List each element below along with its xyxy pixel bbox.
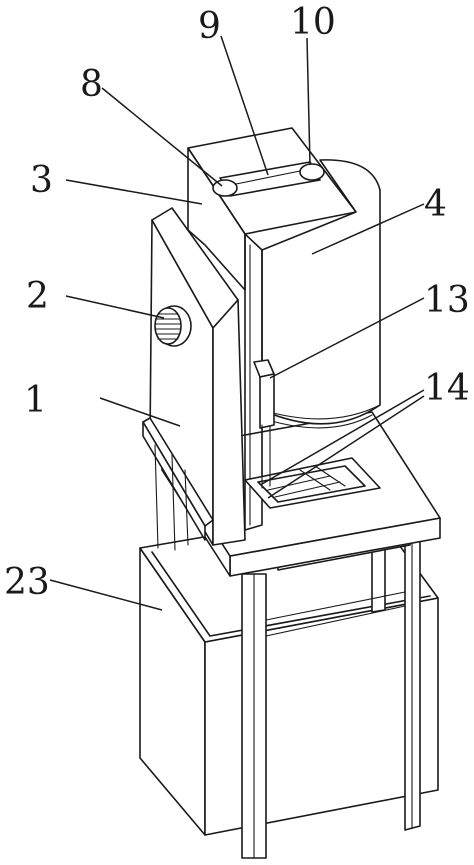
label-10: 10 <box>290 2 336 43</box>
label-14: 14 <box>424 368 470 409</box>
label-13: 13 <box>424 280 470 321</box>
label-8: 8 <box>80 64 103 105</box>
label-3: 3 <box>30 160 53 201</box>
label-23: 23 <box>4 562 50 603</box>
part-4-housing <box>244 159 381 531</box>
part-2-knob <box>154 305 192 347</box>
label-1: 1 <box>24 380 47 421</box>
label-9: 9 <box>198 6 221 47</box>
label-2: 2 <box>26 276 49 317</box>
label-4: 4 <box>424 184 447 225</box>
leader-lines <box>49 35 425 611</box>
part-1-column <box>142 207 246 551</box>
reference-numerals: 1 2 3 4 8 9 10 13 14 23 <box>4 2 470 603</box>
part-13-bracket <box>253 359 275 429</box>
